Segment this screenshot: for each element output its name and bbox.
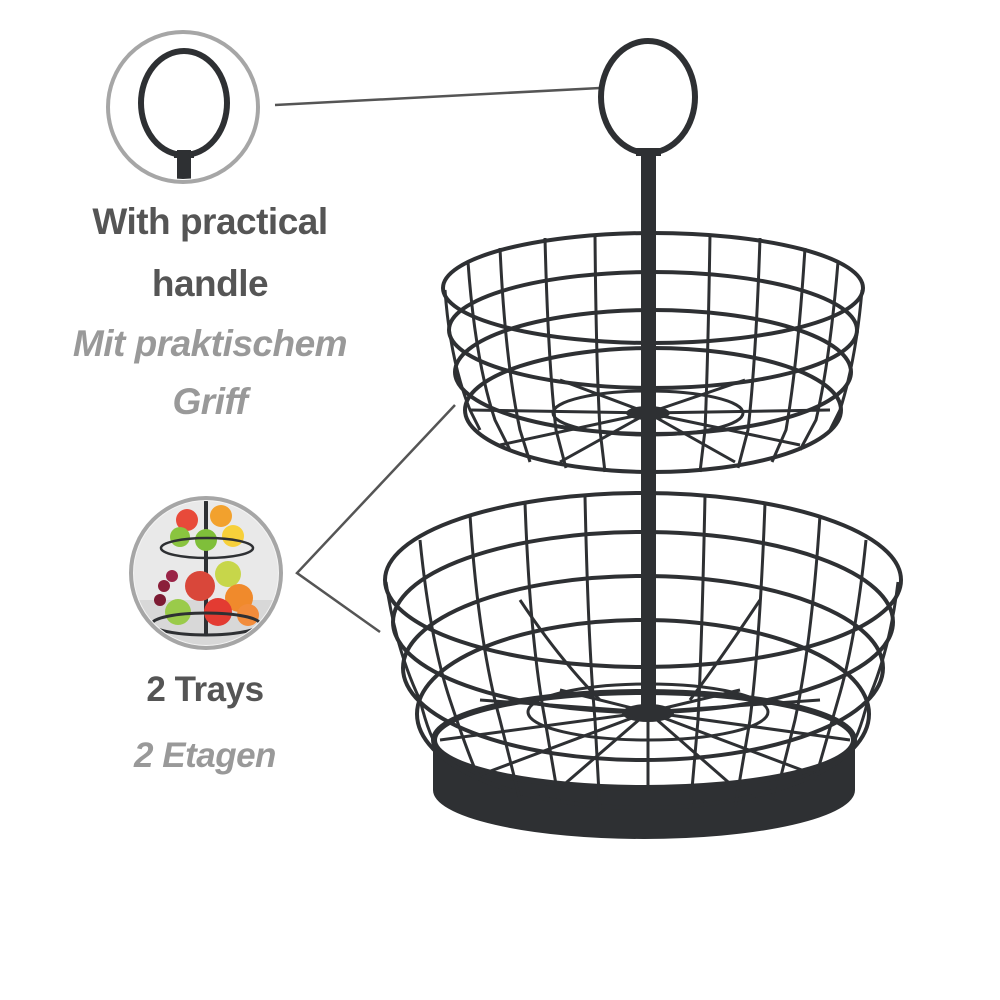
handle-title-de-line-2: Griff xyxy=(172,381,248,422)
handle-ring-icon xyxy=(138,48,230,179)
handle-title-de-line-1: Mit praktischem xyxy=(72,323,348,364)
trays-title-en: 2 Trays xyxy=(146,670,264,709)
trays-feature-text: 2 Trays 2 Etagen xyxy=(25,670,385,776)
wire-basket-product xyxy=(383,38,903,839)
trays-inset-circle xyxy=(129,496,283,650)
trays-title-de: 2 Etagen xyxy=(134,736,276,775)
handle-ring xyxy=(598,38,698,156)
handle-feature-text: With practical handle Mit praktischem Gr… xyxy=(30,191,390,431)
handle-title-en-line-2: handle xyxy=(151,263,269,304)
fruit-basket-photo-icon xyxy=(134,501,278,645)
handle-leader-line xyxy=(274,86,601,107)
trays-leader-line xyxy=(295,404,456,634)
handle-title-en-line-1: With practical xyxy=(92,201,328,242)
handle-inset-circle xyxy=(106,30,260,184)
